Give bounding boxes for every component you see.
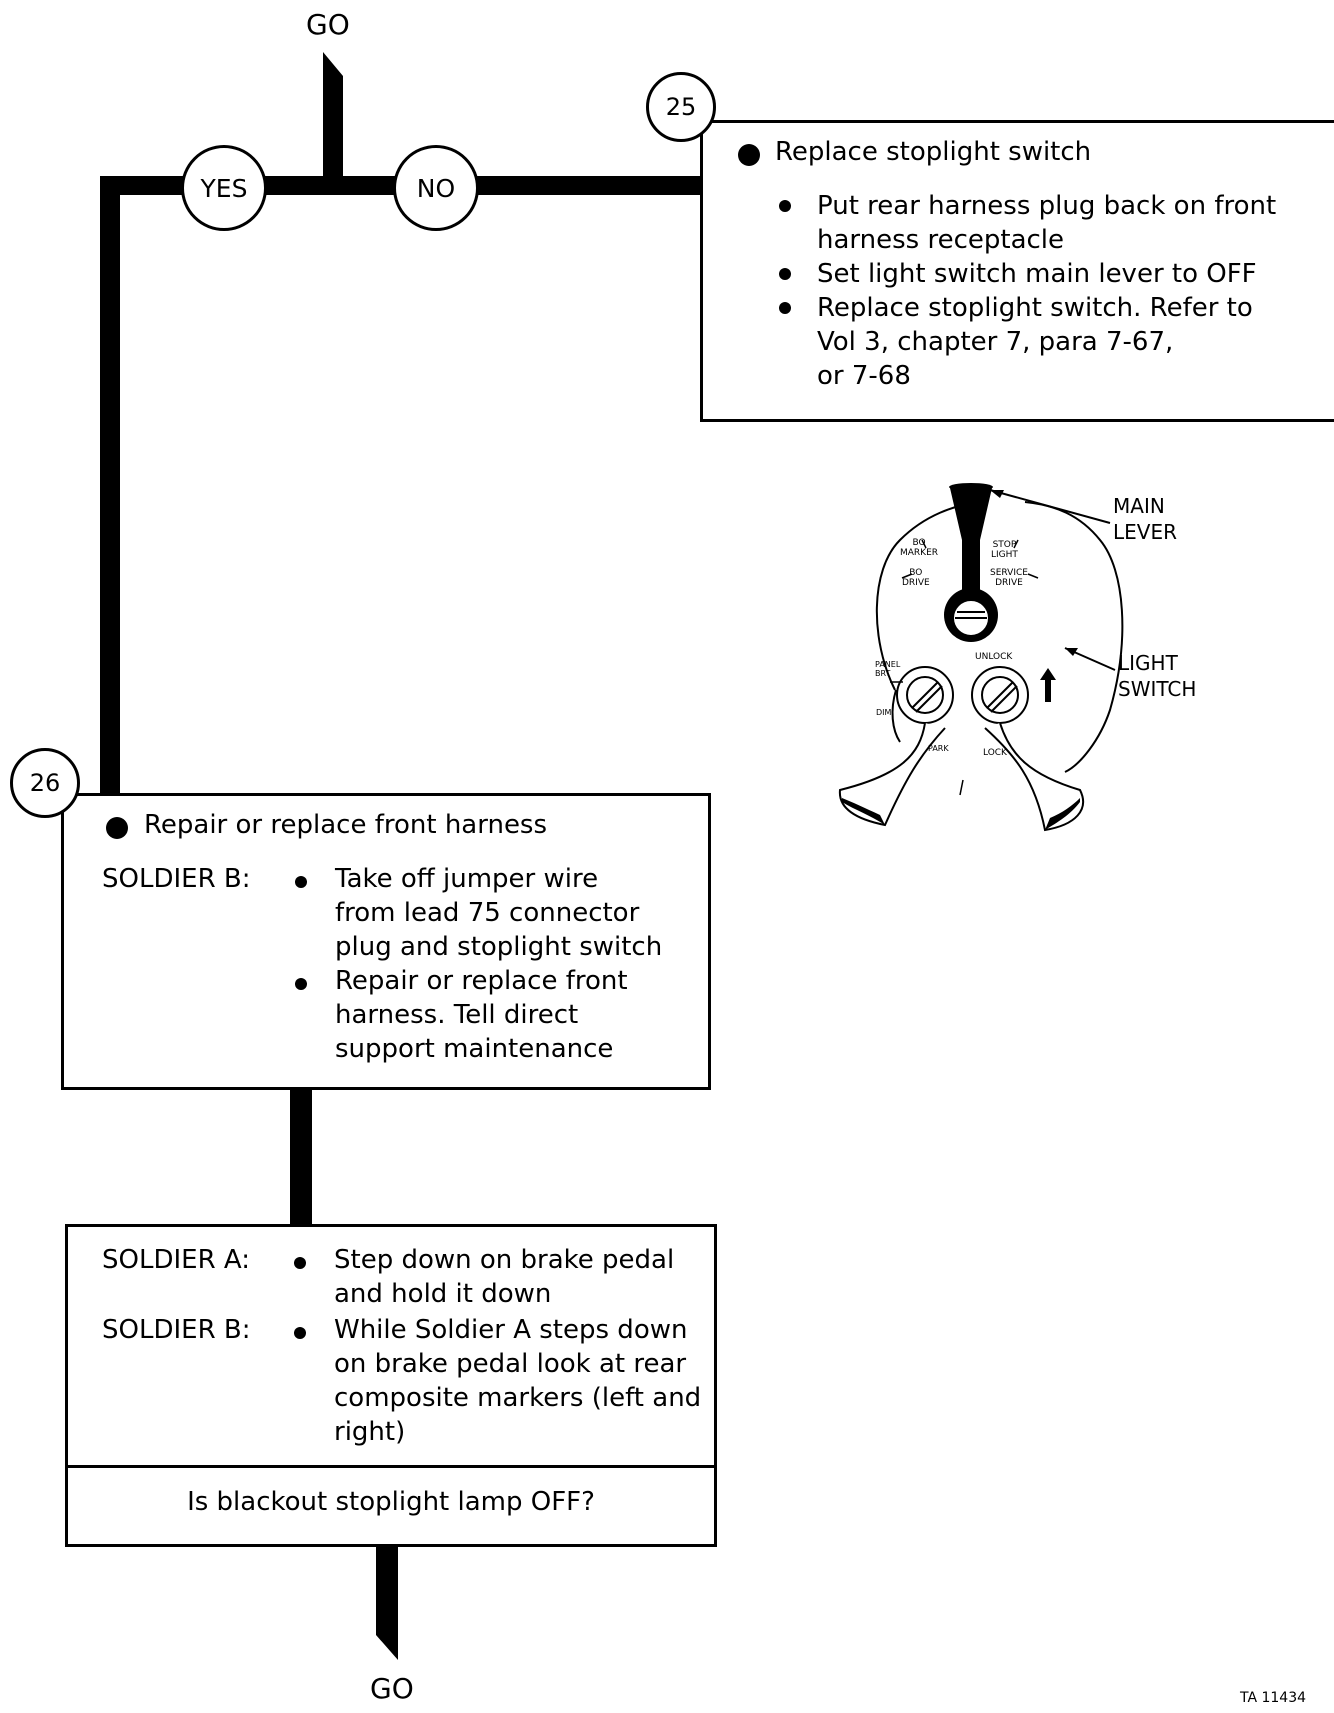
- light-switch-label-line-1: LIGHT: [1118, 651, 1178, 675]
- check-box: SOLDIER A: Step down on brake pedal and …: [65, 1224, 717, 1547]
- check-b-line-1: While Soldier A steps down: [334, 1315, 688, 1345]
- dial-unlock: UNLOCK: [975, 652, 1013, 662]
- step-26-number: 26: [10, 748, 80, 818]
- check-b-line-3: composite markers (left and: [334, 1383, 702, 1413]
- step-25-item-2-bullet: [779, 268, 791, 280]
- step-26-title-bullet: [106, 817, 128, 839]
- main-lever-label-line-1: MAIN: [1113, 494, 1165, 518]
- step-25-title: Replace stoplight switch: [775, 137, 1092, 167]
- dial-stop-light: STOP LIGHT: [991, 540, 1018, 560]
- check-actor-a: SOLDIER A:: [102, 1245, 250, 1275]
- dial-service-drive-line-2: DRIVE: [995, 578, 1023, 588]
- step-25-item-3-line-1: Replace stoplight switch. Refer to: [817, 293, 1253, 323]
- dial-park: PARK: [928, 744, 949, 753]
- dial-panel-brt: PANEL BRT: [875, 660, 900, 678]
- step-26-title: Repair or replace front harness: [144, 810, 548, 840]
- step-25-item-1-bullet: [779, 200, 791, 212]
- main-lever: [950, 488, 992, 590]
- dial-bo-marker-line-2: MARKER: [900, 548, 939, 558]
- main-lever-label: MAIN LEVER: [1113, 493, 1177, 545]
- check-a-line-1: Step down on brake pedal: [334, 1245, 675, 1275]
- dial-panel-brt-line-2: BRT: [875, 669, 891, 678]
- check-question: Is blackout stoplight lamp OFF?: [187, 1487, 595, 1517]
- step26-to-check-line: [290, 1088, 312, 1226]
- main-lever-pointer: [989, 489, 1111, 524]
- check-a-line-2: and hold it down: [334, 1279, 552, 1309]
- check-actor-b: SOLDIER B:: [102, 1315, 251, 1345]
- switch-body-outline: [875, 501, 1124, 773]
- bottom-go-label: GO: [370, 1672, 414, 1705]
- step-26-item-2-line-2: harness. Tell direct: [335, 1000, 579, 1030]
- dial-panel-brt-line-1: PANEL: [875, 660, 901, 669]
- light-switch-label-line-2: SWITCH: [1118, 677, 1197, 701]
- step-26-item-1-bullet: [295, 876, 307, 888]
- top-go-label: GO: [306, 8, 350, 41]
- step-26-item-1-line-2: from lead 75 connector: [335, 898, 640, 928]
- dial-stop-light-line-1: STOP: [992, 540, 1017, 550]
- light-switch-label: LIGHT SWITCH: [1118, 650, 1196, 702]
- check-b-line-4: right): [334, 1417, 406, 1447]
- left-vertical-line: [100, 176, 120, 796]
- light-switch-figure: [838, 483, 1124, 832]
- unlock-arrow-icon: [1040, 668, 1056, 702]
- step-25-item-2-line-1: Set light switch main lever to OFF: [817, 259, 1257, 289]
- yes-label: YES: [200, 173, 248, 203]
- question-divider: [68, 1465, 714, 1468]
- step-26-item-1-line-1: Take off jumper wire: [335, 864, 599, 894]
- dial-dim: DIM: [876, 708, 892, 717]
- switch-body-lower: [891, 689, 901, 743]
- dial-bo-drive-line-1: BO: [909, 568, 923, 578]
- step-25-item-1-line-2: harness receptacle: [817, 225, 1065, 255]
- ta-code: TA 11434: [1240, 1690, 1307, 1706]
- step-25-title-bullet: [738, 144, 760, 166]
- dial-bo-drive: BO DRIVE: [902, 568, 930, 588]
- step-26-item-2-line-3: support maintenance: [335, 1034, 614, 1064]
- step-25-item-3-line-3: or 7-68: [817, 361, 911, 391]
- step-25-box: Replace stoplight switch Put rear harnes…: [700, 120, 1334, 422]
- step-26-box: Repair or replace front harness SOLDIER …: [61, 793, 711, 1090]
- left-handle: [838, 722, 946, 827]
- no-label: NO: [416, 173, 456, 203]
- no-circle[interactable]: NO: [393, 145, 479, 231]
- dial-service-drive-line-1: SERVICE: [990, 568, 1028, 578]
- bottom-go-pointer: [376, 1545, 398, 1660]
- dial-bo-marker: BO MARKER: [900, 538, 938, 558]
- step-26-item-1-line-3: plug and stoplight switch: [335, 932, 663, 962]
- dial-stop-light-line-2: LIGHT: [991, 550, 1018, 560]
- yes-circle[interactable]: YES: [181, 145, 267, 231]
- right-handle: [984, 722, 1085, 832]
- check-b-bullet: [294, 1327, 306, 1339]
- dial-bo-marker-line-1: BO: [912, 538, 926, 548]
- step-25-item-1-line-1: Put rear harness plug back on front: [817, 191, 1277, 221]
- step-25-item-3-line-2: Vol 3, chapter 7, para 7-67,: [817, 327, 1174, 357]
- top-go-pointer: [323, 52, 343, 182]
- step-26-item-2-bullet: [295, 978, 307, 990]
- main-lever-label-line-2: LEVER: [1113, 520, 1177, 544]
- step-26-item-2-line-1: Repair or replace front: [335, 966, 628, 996]
- dial-lock: LOCK: [983, 748, 1007, 758]
- step-26-actor: SOLDIER B:: [102, 864, 251, 894]
- dial-bo-drive-line-2: DRIVE: [902, 578, 930, 588]
- check-a-bullet: [294, 1257, 306, 1269]
- check-b-line-2: on brake pedal look at rear: [334, 1349, 687, 1379]
- step-25-item-3-bullet: [779, 302, 791, 314]
- dial-service-drive: SERVICE DRIVE: [990, 568, 1028, 588]
- step-25-number: 25: [646, 72, 716, 142]
